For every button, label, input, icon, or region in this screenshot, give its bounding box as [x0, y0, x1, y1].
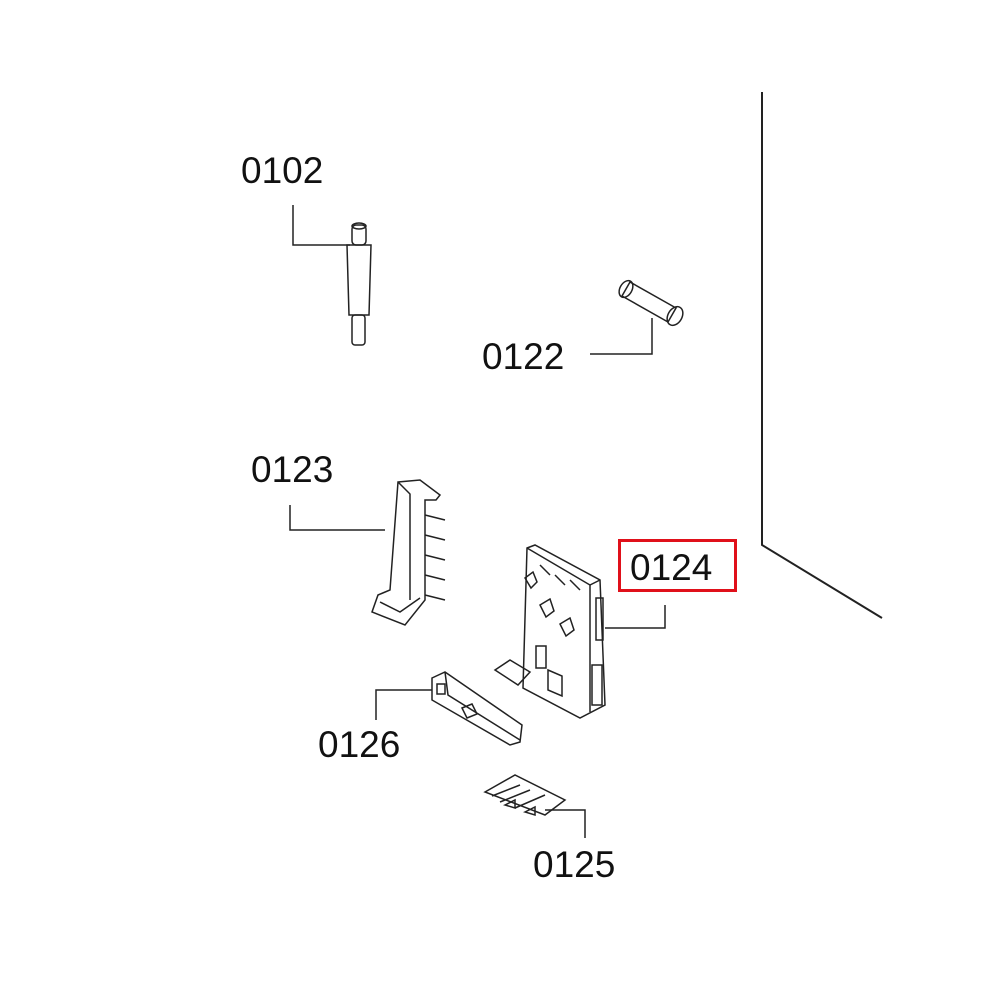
part-label-0124[interactable]: 0124: [630, 547, 713, 588]
leader-line-0102: [292, 205, 350, 246]
cabinet-wall-outline: [761, 92, 883, 619]
part-0125-clip: [483, 774, 567, 817]
leader-line-0122: [590, 318, 653, 355]
leader-line-0125: [545, 809, 586, 838]
part-label-0123[interactable]: 0123: [251, 449, 334, 490]
part-0126-latch: [431, 671, 523, 746]
part-label-0125[interactable]: 0125: [533, 844, 616, 885]
part-0123-connector: [371, 479, 446, 626]
part-0122-cylinder: [618, 279, 684, 327]
leader-line-0124: [605, 605, 666, 629]
part-0124-module: [493, 544, 606, 719]
part-label-0102[interactable]: 0102: [241, 150, 324, 191]
leader-line-0123: [289, 505, 385, 531]
part-0102-shaft: [346, 222, 372, 346]
leader-line-0126: [375, 689, 432, 720]
highlight-box-0124: [618, 539, 737, 592]
part-label-0126[interactable]: 0126: [318, 724, 401, 765]
part-label-0122[interactable]: 0122: [482, 336, 565, 377]
